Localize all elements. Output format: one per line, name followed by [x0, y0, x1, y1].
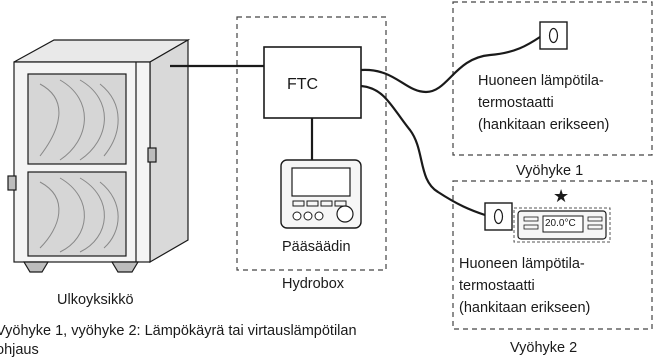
- zone1-boundary: [452, 1, 653, 156]
- zone1-thermostat-label-line3: (hankitaan erikseen): [478, 117, 610, 133]
- footnote-line1: Vyöhyke 1, vyöhyke 2: Lämpökäyrä tai vir…: [0, 323, 357, 339]
- outdoor-unit-icon: [7, 38, 191, 273]
- ftc-to-zone2-cable: [360, 84, 486, 217]
- outdoor-unit-label: Ulkoyksikkö: [57, 292, 134, 308]
- zone2-thermostat-label-line3: (hankitaan erikseen): [459, 300, 591, 316]
- thermostat-icon: [539, 21, 568, 50]
- hydrobox-label: Hydrobox: [282, 276, 345, 292]
- zone1-thermostat-label-line1: Huoneen lämpötila-: [478, 73, 604, 89]
- star-icon: ★: [553, 186, 570, 206]
- hydrobox-boundary: [236, 16, 387, 271]
- thermostat-icon: [484, 202, 513, 231]
- main-controller-icon: [280, 159, 362, 229]
- zone2-controller-display: 20.0°C: [545, 218, 576, 229]
- ftc-box-icon: [263, 46, 362, 119]
- zone2-thermostat-label-line1: Huoneen lämpötila-: [459, 256, 585, 272]
- zone1-thermostat-label-line2: termostaatti: [478, 95, 554, 111]
- ftc-to-zone1-cable: [360, 36, 541, 94]
- footnote-line2: ohjaus: [0, 342, 39, 358]
- zone2-thermostat-label-line2: termostaatti: [459, 278, 535, 294]
- zone2-label: Vyöhyke 2: [510, 340, 578, 356]
- zone2-controller-icon: [513, 207, 611, 243]
- zone1-label: Vyöhyke 1: [516, 163, 584, 179]
- main-controller-label: Pääsäädin: [282, 239, 351, 255]
- zone2-boundary: [452, 180, 653, 330]
- ftc-label: FTC: [287, 76, 319, 93]
